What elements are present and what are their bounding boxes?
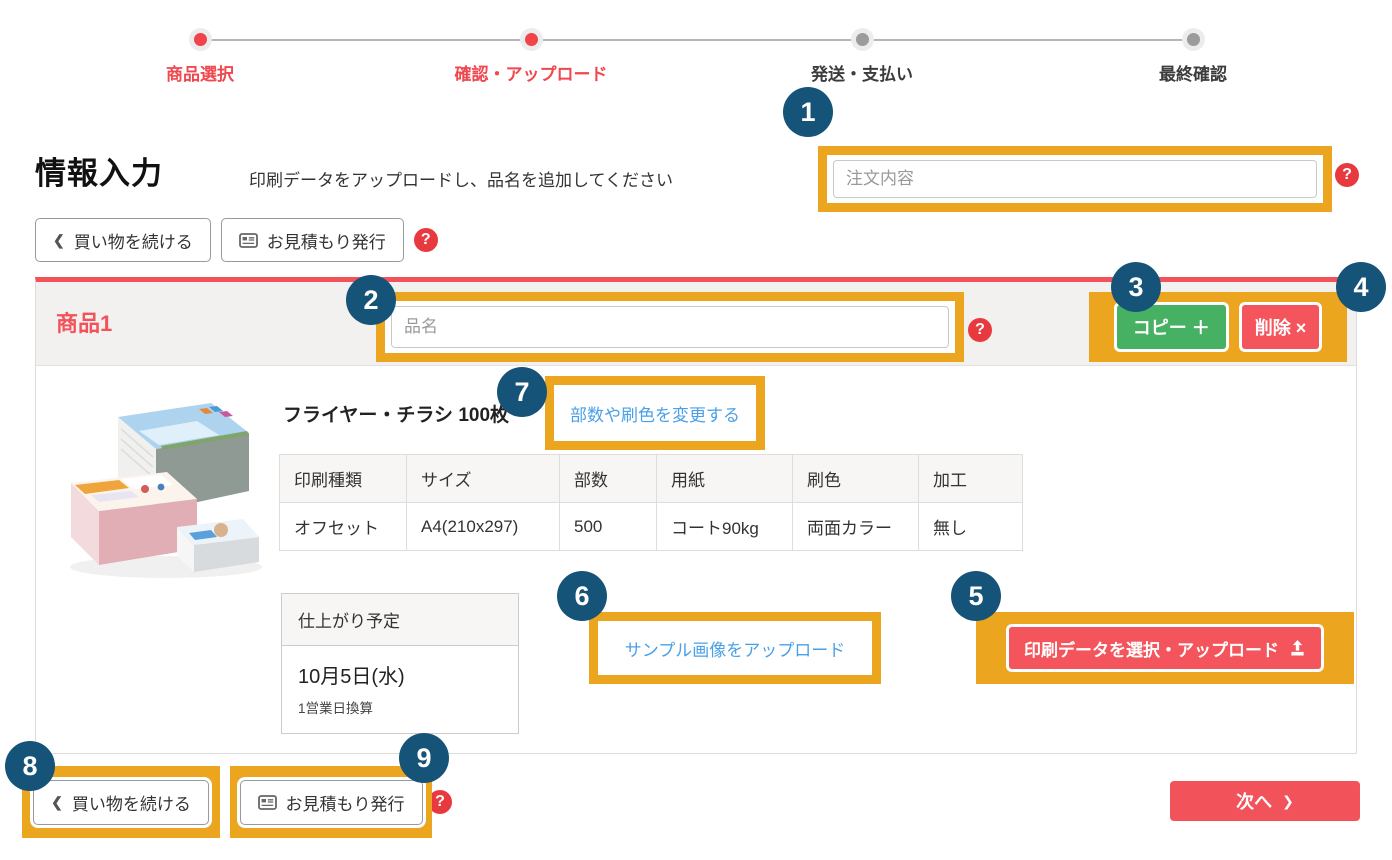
spec-header: 用紙 — [656, 454, 793, 503]
issue-quote-label: お見積もり発行 — [285, 794, 405, 814]
quote-document-icon — [257, 794, 277, 810]
help-icon[interactable]: ? — [428, 790, 452, 814]
continue-shopping-button-bottom[interactable]: ❮ 買い物を続ける — [33, 779, 209, 825]
chevron-right-icon: ❯ — [1282, 792, 1294, 809]
issue-quote-label: お見積もり発行 — [266, 232, 386, 252]
page-title: 情報入力 — [35, 156, 163, 191]
spec-header: 部数 — [559, 454, 657, 503]
help-icon[interactable]: ? — [413, 228, 438, 252]
upload-print-data-button[interactable]: 印刷データを選択・アップロード — [1006, 624, 1324, 672]
spec-value: コート90kg — [656, 502, 793, 551]
annotation-badge-2: 2 — [346, 275, 396, 325]
order-summary-input[interactable] — [833, 160, 1317, 198]
upload-icon — [1291, 639, 1304, 656]
continue-shopping-label: 買い物を続ける — [71, 794, 191, 814]
step-label: 確認・アップロード — [454, 65, 608, 84]
annotation-badge-8: 8 — [5, 741, 55, 791]
spec-table: 印刷種類 サイズ 部数 用紙 刷色 加工 オフセット A4(210x297) 5… — [279, 454, 1023, 551]
product-name-input[interactable] — [391, 306, 949, 348]
step-shipping-payment: 発送・支払い — [752, 28, 972, 85]
step-dot-active-icon — [519, 28, 543, 51]
delivery-estimate-box: 仕上がり予定 10月5日(水) 1営業日換算 — [281, 593, 519, 734]
annotation-badge-9: 9 — [399, 733, 449, 783]
spec-value: A4(210x297) — [406, 502, 560, 551]
chevron-left-icon: ❮ — [53, 231, 65, 248]
change-copies-colors-link[interactable]: 部数や刷色を変更する — [570, 405, 740, 425]
step-label: 最終確認 — [1159, 65, 1227, 84]
annotation-badge-1: 1 — [783, 87, 833, 137]
step-confirm-upload: 確認・アップロード — [421, 28, 641, 85]
upload-sample-image-link[interactable]: サンプル画像をアップロード — [624, 640, 846, 660]
annotation-badge-7: 7 — [497, 367, 547, 417]
annotation-badge-6: 6 — [557, 571, 607, 621]
continue-shopping-label: 買い物を続ける — [73, 232, 193, 252]
product-card-title: 商品1 — [56, 311, 113, 336]
quote-document-icon — [238, 232, 258, 248]
delivery-estimate-title: 仕上がり予定 — [282, 594, 518, 646]
annotation-highlight-upload-button: 印刷データを選択・アップロード — [976, 612, 1354, 684]
top-toolbar: ❮ 買い物を続ける お見積もり発行 ? — [35, 218, 438, 262]
spec-table-value-row: オフセット A4(210x297) 500 コート90kg 両面カラー 無し — [279, 502, 1023, 551]
delete-product-button[interactable]: 削除 × — [1238, 302, 1323, 352]
step-label: 発送・支払い — [811, 65, 913, 84]
annotation-badge-3: 3 — [1111, 262, 1161, 312]
next-button[interactable]: 次へ ❯ — [1170, 781, 1360, 821]
annotation-highlight-continue-bottom: ❮ 買い物を続ける — [22, 766, 220, 838]
step-final-confirm: 最終確認 — [1083, 28, 1303, 85]
spec-header: 刷色 — [792, 454, 919, 503]
product-photo-flyer-stacks — [70, 403, 262, 578]
item-title: フライヤー・チラシ 100枚 — [283, 405, 510, 426]
issue-quote-button-bottom[interactable]: お見積もり発行 — [239, 779, 423, 825]
spec-value: オフセット — [279, 502, 407, 551]
step-dot-active-icon — [188, 28, 212, 51]
spec-header: 加工 — [918, 454, 1023, 503]
spec-value: 500 — [559, 502, 657, 551]
annotation-highlight-product-name — [376, 292, 964, 362]
step-dot-inactive-icon — [1181, 28, 1205, 51]
annotation-highlight-order-input — [818, 146, 1332, 212]
help-icon[interactable]: ? — [968, 318, 992, 342]
annotation-badge-4: 4 — [1336, 262, 1386, 312]
step-dot-inactive-icon — [850, 28, 874, 51]
delivery-note: 1営業日換算 — [298, 701, 374, 716]
stepper-line — [200, 39, 1193, 41]
spec-table-header-row: 印刷種類 サイズ 部数 用紙 刷色 加工 — [279, 454, 1023, 503]
chevron-left-icon: ❮ — [51, 793, 63, 810]
annotation-badge-5: 5 — [951, 571, 1001, 621]
step-label: 商品選択 — [166, 65, 234, 84]
annotation-highlight-copy-delete: コピー ＋ 削除 × — [1089, 292, 1347, 362]
spec-value: 両面カラー — [792, 502, 919, 551]
spec-value: 無し — [918, 502, 1023, 551]
step-product-select: 商品選択 — [90, 28, 310, 85]
annotation-highlight-quote-bottom: お見積もり発行 — [230, 766, 432, 838]
help-icon[interactable]: ? — [1335, 163, 1359, 187]
product-card: 商品1 ? コピー ＋ 削除 × — [35, 277, 1357, 754]
continue-shopping-button[interactable]: ❮ 買い物を続ける — [35, 218, 211, 262]
upload-print-data-label: 印刷データを選択・アップロード — [1024, 640, 1279, 660]
annotation-highlight-sample-link: サンプル画像をアップロード — [589, 612, 881, 684]
page-subtitle: 印刷データをアップロードし、品名を追加してください — [249, 171, 673, 190]
issue-quote-button[interactable]: お見積もり発行 — [220, 218, 404, 262]
spec-header: 印刷種類 — [279, 454, 407, 503]
annotation-highlight-change-link: 部数や刷色を変更する — [545, 376, 765, 450]
delivery-date: 10月5日(水) — [298, 666, 405, 688]
next-label: 次へ — [1236, 792, 1273, 812]
spec-header: サイズ — [406, 454, 560, 503]
